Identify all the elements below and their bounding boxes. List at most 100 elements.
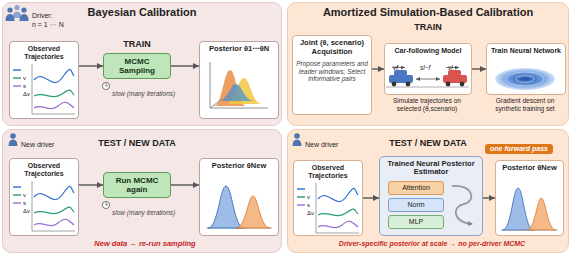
- illustration-layer: [13, 181, 75, 231]
- node-text: Posterior θ1⋯θN: [209, 45, 269, 54]
- annotation-label: New driver: [305, 141, 338, 149]
- annotation-label: Δv: [23, 90, 30, 98]
- driver-group-icon: [20, 14, 29, 21]
- flow-arrow: [363, 197, 379, 198]
- flow-arrow: [372, 68, 384, 69]
- annotation-label: s: [23, 199, 26, 207]
- posterior-surface-plot: [210, 62, 268, 108]
- label-holder: vl: [448, 56, 453, 74]
- annotation-label: s: [23, 82, 26, 90]
- annotation-label: n = 1 ⋯ N: [32, 21, 64, 29]
- label-holder: v: [23, 66, 26, 84]
- posterior-surface-plot: [218, 84, 254, 101]
- label-holder: New driver: [305, 133, 338, 151]
- annotation-label: Δv: [307, 209, 314, 217]
- new-driver-icon: [293, 140, 302, 147]
- new-driver-icon: [294, 133, 300, 139]
- label-holder: Simulate trajectories on selected (θ,sce…: [383, 97, 471, 113]
- node-text: Train Neural Network: [491, 47, 561, 55]
- new-driver-icon: [9, 133, 18, 146]
- node-text: Run MCMC again: [107, 176, 167, 194]
- loss-landscape-oval: [495, 68, 555, 90]
- label-holder: vf: [393, 56, 398, 74]
- annotation-label: New driver: [21, 141, 54, 149]
- label-holder: one forward pass: [485, 137, 553, 155]
- posterior-surface-plot: [210, 62, 268, 108]
- process-box: Posterior θNew: [495, 160, 564, 236]
- annotation-label: vf: [393, 64, 398, 72]
- layer-box: Norm: [388, 198, 444, 212]
- new-driver-icon: [293, 133, 302, 146]
- annotation-label: s: [307, 201, 310, 209]
- annotation-label: slow (many iterations): [112, 90, 175, 98]
- annotation-label: v: [23, 74, 26, 82]
- label-holder: slow (many iterations): [112, 82, 175, 100]
- label-holder: New driver: [21, 133, 54, 151]
- annotation-label: Driver-specific posterior at scale → no …: [297, 240, 567, 248]
- node-text: Attention: [402, 184, 430, 192]
- label-holder: v: [307, 185, 310, 203]
- label-holder: slow (many iterations): [112, 201, 175, 219]
- node-text: Posterior θNew: [502, 164, 557, 173]
- annotation-label: New data → re-run sampling: [50, 239, 240, 248]
- label-holder: Driver:: [32, 4, 53, 22]
- node-text: Observed Trajectories: [13, 45, 75, 61]
- layer-box: MLP: [388, 215, 444, 229]
- car-following-figure: [392, 82, 397, 87]
- illustration-layer: [102, 201, 109, 208]
- flow-arrow: [171, 65, 199, 66]
- annotation-label: sl−f: [420, 64, 430, 72]
- illustration-layer: [297, 183, 359, 233]
- label-holder: sl−f: [420, 56, 430, 74]
- annotation-label: vl: [448, 64, 453, 72]
- car-following-figure: [386, 87, 469, 88]
- flow-arrow: [79, 65, 103, 66]
- driver-group-icon: [14, 5, 19, 10]
- node-text: Joint (θ, scenario) Acquisition: [296, 39, 368, 56]
- car-following-figure: [416, 79, 440, 80]
- label-holder: v: [23, 183, 26, 201]
- label-holder: Gradient descent on synthetic training s…: [485, 97, 565, 113]
- loss-landscape-oval: [516, 76, 534, 83]
- process-box: MCMC Sampling: [103, 53, 171, 79]
- swirl-arrow: [452, 186, 472, 224]
- annotation-label: Δv: [23, 207, 30, 215]
- flow-arrow: [483, 197, 495, 198]
- annotation-label: v: [23, 191, 26, 199]
- illustration-layer: [501, 188, 558, 230]
- flow-arrow: [79, 184, 103, 185]
- label-holder: New data → re-run sampling: [50, 239, 240, 248]
- node-text: Observed Trajectories: [297, 164, 359, 180]
- panel-title: TEST / NEW DATA: [62, 138, 212, 149]
- new-driver-icon: [10, 133, 16, 139]
- swirl-arrow: [452, 186, 472, 224]
- driver-group-icon: [6, 5, 29, 21]
- annotation-label: Driver:: [32, 12, 53, 20]
- car-following-figure: [406, 82, 411, 87]
- car-following-figure: [460, 82, 465, 87]
- annotation-label: Gradient descent on synthetic training s…: [485, 97, 565, 113]
- node-text: Propose parameters and leader windows; S…: [296, 60, 368, 82]
- car-following-figure: [446, 82, 451, 87]
- annotation-label: slow (many iterations): [112, 209, 175, 217]
- node-text: Trained Neural Posterior Estimator: [383, 160, 479, 177]
- loss-landscape-oval: [506, 72, 544, 86]
- loss-landscape-oval: [495, 68, 555, 90]
- illustration-layer: [206, 186, 272, 228]
- new-driver-icon: [9, 140, 18, 147]
- node-text: Posterior θNew: [212, 162, 267, 171]
- node-text: Car-following Model: [395, 47, 462, 55]
- driver-group-icon: [6, 14, 15, 21]
- panel-title: Amortized Simulation-Based Calibration: [288, 6, 568, 19]
- panel-title: TRAIN: [103, 39, 171, 50]
- layer-box: Attention: [388, 181, 444, 195]
- annotation-label: Simulate trajectories on selected (θ,sce…: [383, 97, 471, 113]
- panel-title: TRAIN: [288, 22, 568, 33]
- flow-arrow: [472, 68, 486, 69]
- node-text: MCMC Sampling: [107, 57, 167, 75]
- node-text: Observed Trajectories: [13, 162, 75, 178]
